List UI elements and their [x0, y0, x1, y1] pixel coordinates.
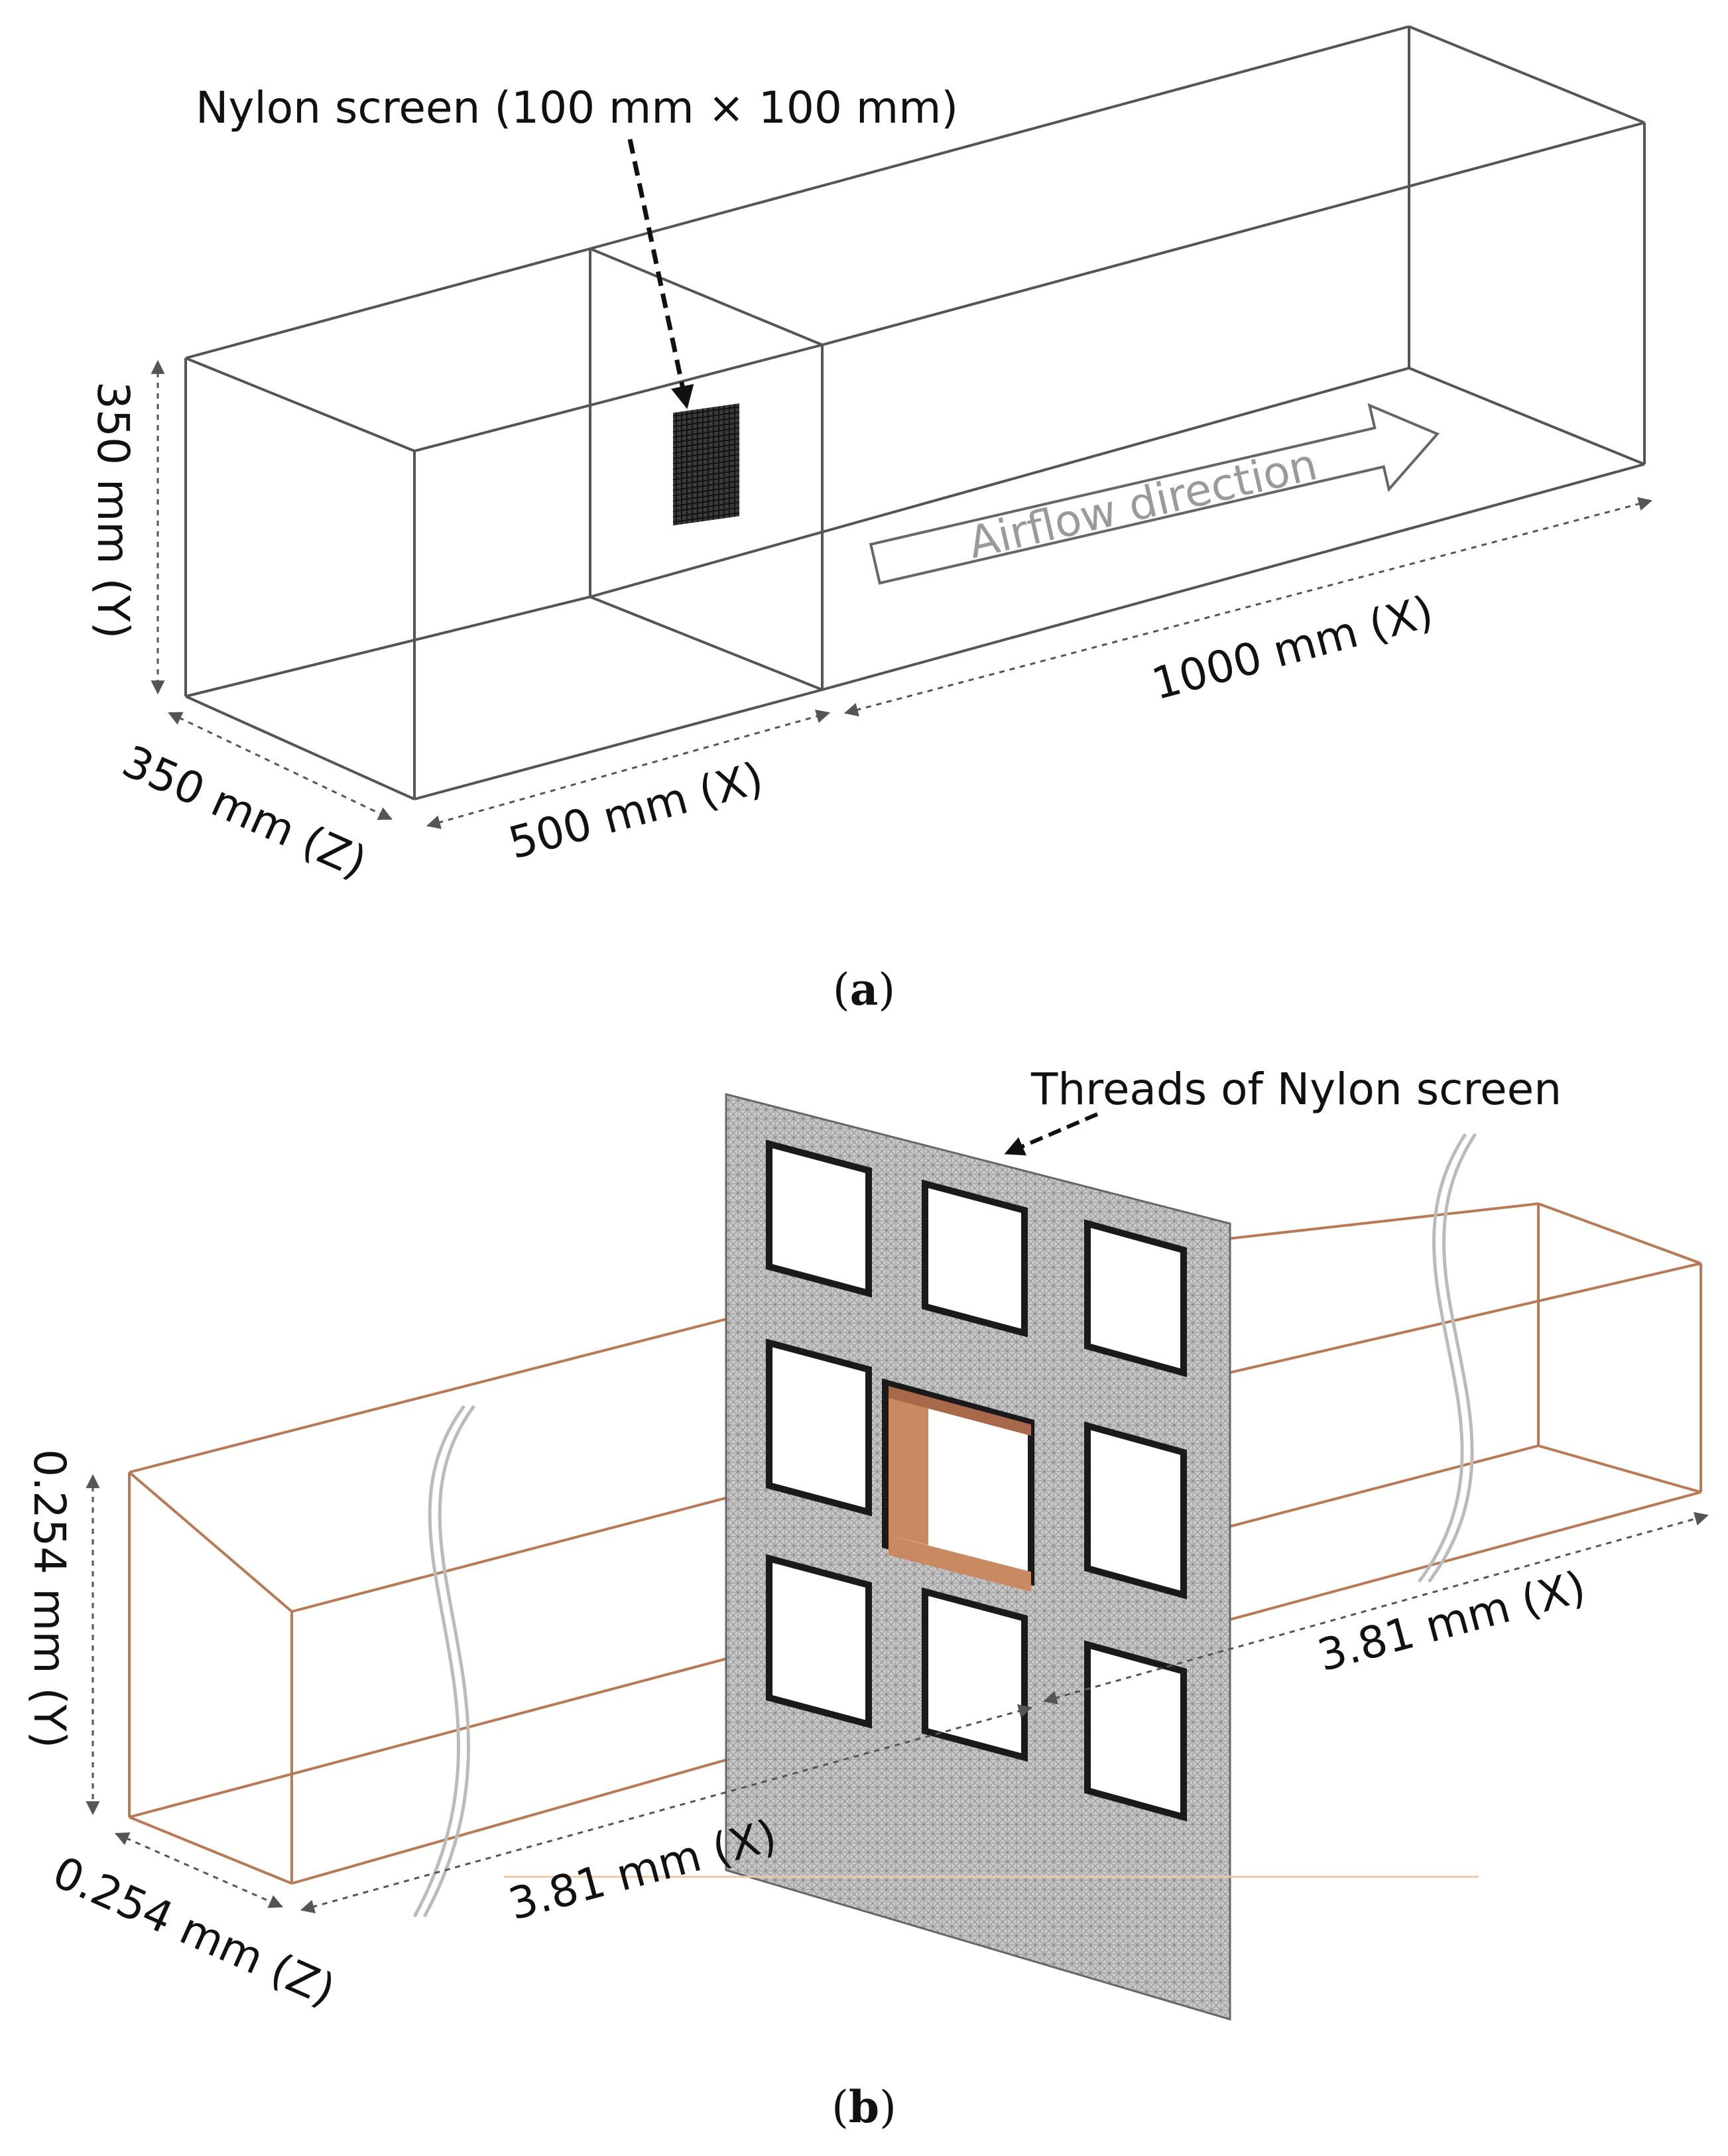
- dimension-lines-b: [86, 1474, 1709, 1914]
- threads-label: Threads of Nylon screen: [1030, 1064, 1562, 1115]
- dim-depth-b: 0.254 mm (Z): [45, 1846, 342, 2016]
- dim-downstream-b: 3.81 mm (X): [1312, 1561, 1591, 1682]
- panel-b: Threads of Nylon screen 0.254 mm (Y) 0.2…: [24, 1064, 1709, 2133]
- computational-domain: [128, 1202, 1702, 1885]
- screen-label: Nylon screen (100 mm × 100 mm): [196, 82, 958, 133]
- nylon-screen-threads: [725, 1093, 1231, 2021]
- dim-height-a: 350 mm (Y): [88, 381, 139, 639]
- nylon-screen: [673, 403, 739, 526]
- caption-b-letter: b: [849, 2081, 879, 2133]
- dim-upstream-b: 3.81 mm (X): [503, 1810, 782, 1931]
- unit-cell-thread-highlight: [889, 1389, 928, 1545]
- dim-downstream-a: 1000 mm (X): [1146, 586, 1438, 710]
- airflow-label: Airflow direction: [963, 439, 1322, 569]
- airflow-arrow: Airflow direction: [869, 403, 1440, 585]
- unit-cell-thread-top: [889, 1386, 1031, 1436]
- screen-pointer-arrow: [627, 139, 694, 409]
- dim-height-b: 0.254 mm (Y): [24, 1449, 75, 1748]
- dim-upstream-a: 500 mm (X): [503, 752, 769, 869]
- threads-pointer-arrow: [1004, 1112, 1099, 1156]
- dim-depth-a: 350 mm (Z): [115, 735, 374, 888]
- dimension-lines-a: [151, 359, 1653, 829]
- caption-a: (a): [833, 964, 895, 1015]
- wind-tunnel-box: [184, 25, 1646, 800]
- caption-a-letter: a: [850, 964, 879, 1015]
- unit-cell-thread-bottom: [889, 1535, 1031, 1592]
- caption-b: (b): [832, 2081, 896, 2133]
- panel-a: Nylon screen (100 mm × 100 mm) Airflow d…: [88, 25, 1653, 1015]
